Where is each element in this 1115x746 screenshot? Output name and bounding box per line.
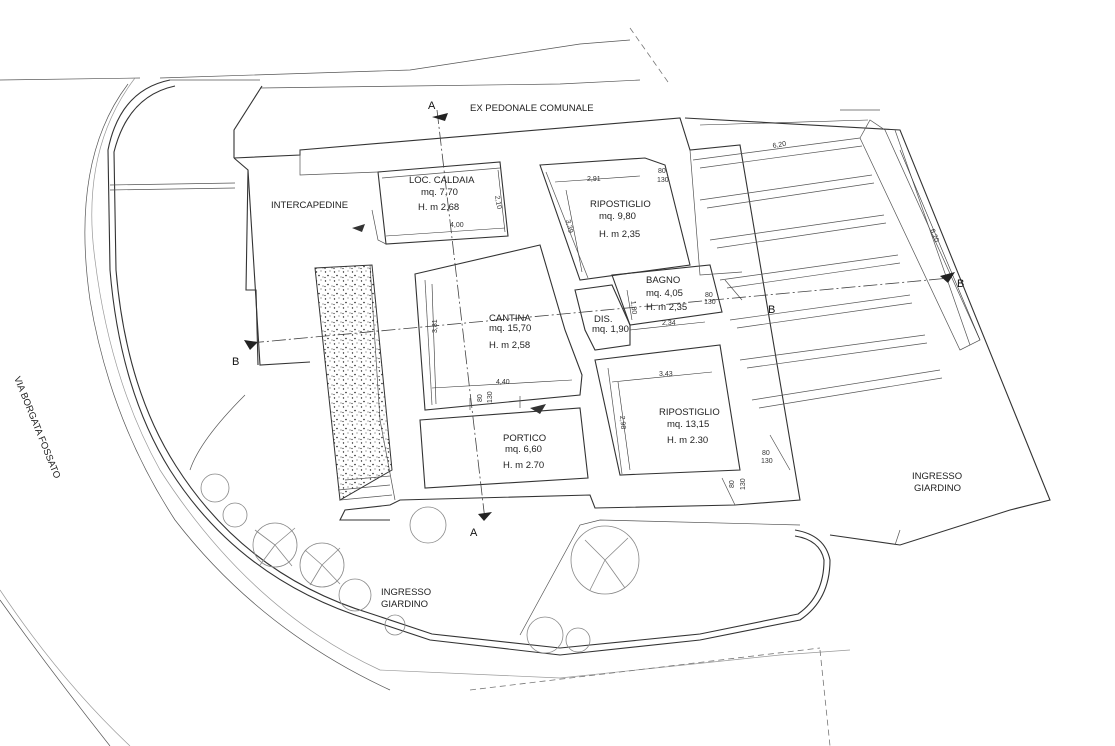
room-area: mq. 1,90 xyxy=(592,324,629,335)
room-name: CANTINA xyxy=(489,313,531,324)
room-name: BAGNO xyxy=(646,275,680,286)
svg-text:130: 130 xyxy=(704,299,716,306)
svg-text:130: 130 xyxy=(761,458,773,465)
svg-text:6,20: 6,20 xyxy=(772,141,787,150)
dimension-lines xyxy=(385,119,981,471)
svg-text:3,39: 3,39 xyxy=(564,219,574,234)
svg-text:INGRESSO: INGRESSO xyxy=(381,587,431,598)
room-height: H. m 2.70 xyxy=(503,460,544,471)
svg-text:A: A xyxy=(428,100,436,112)
svg-text:6,20: 6,20 xyxy=(928,228,940,243)
svg-text:A: A xyxy=(470,527,478,539)
svg-text:B: B xyxy=(232,356,239,368)
label-via: VIA BORGATA FOSSATO xyxy=(11,375,62,480)
svg-text:4,40: 4,40 xyxy=(496,379,510,386)
room-height: H. m 2,35 xyxy=(599,229,640,240)
room-name: DIS. xyxy=(594,314,612,325)
room-area: mq. 13,15 xyxy=(667,419,709,430)
svg-text:1,80: 1,80 xyxy=(629,300,637,314)
svg-text:2,91: 2,91 xyxy=(587,176,601,183)
vegetation xyxy=(200,473,801,654)
svg-text:GIARDINO: GIARDINO xyxy=(914,483,961,494)
svg-text:130: 130 xyxy=(487,391,494,403)
door-arrows xyxy=(352,224,546,414)
svg-text:2,10: 2,10 xyxy=(493,195,502,210)
room-height: H. m 2,58 xyxy=(489,340,530,351)
building-walls xyxy=(233,85,801,521)
label-ingresso-giardino-right: INGRESSO GIARDINO xyxy=(912,471,962,494)
room-bagno: BAGNO mq. 4,05 H. m 2,35 xyxy=(646,275,687,313)
room-portico: PORTICO mq. 6,60 H. m 2.70 xyxy=(503,433,546,471)
section-marker-b-right: B xyxy=(940,272,964,290)
svg-text:INGRESSO: INGRESSO xyxy=(912,471,962,482)
site-lines xyxy=(0,27,880,746)
dimension-labels: 4,00 2,10 2,91 3,39 3,81 4,40 3,43 2,98 … xyxy=(432,141,940,490)
room-ripostiglio-1: RIPOSTIGLIO mq. 9,80 H. m 2,35 xyxy=(590,199,651,240)
svg-text:80: 80 xyxy=(762,450,770,457)
svg-text:130: 130 xyxy=(740,478,747,490)
garden-wall xyxy=(107,79,831,656)
room-cantina: CANTINA mq. 15,70 H. m 2,58 xyxy=(489,313,531,351)
room-name: LOC. CALDAIA xyxy=(409,175,475,186)
pergola xyxy=(684,117,1051,546)
section-marker-a-top: A xyxy=(428,100,448,121)
room-area: mq. 9,80 xyxy=(599,211,636,222)
svg-text:GIARDINO: GIARDINO xyxy=(381,599,428,610)
label-ingresso-giardino-left: INGRESSO GIARDINO xyxy=(381,587,431,610)
room-area: mq. 7,70 xyxy=(421,187,458,198)
room-dis: DIS. mq. 1,90 xyxy=(592,314,629,335)
room-caldaia: LOC. CALDAIA mq. 7,70 H. m 2,68 xyxy=(409,175,475,213)
section-lines xyxy=(249,109,951,521)
label-intercapedine: INTERCAPEDINE xyxy=(271,200,348,211)
svg-text:4,00: 4,00 xyxy=(450,222,464,229)
room-area: mq. 4,05 xyxy=(646,288,683,299)
svg-text:80: 80 xyxy=(705,292,713,299)
svg-text:3,43: 3,43 xyxy=(659,371,673,378)
svg-text:3,81: 3,81 xyxy=(432,319,439,333)
svg-text:2,34: 2,34 xyxy=(662,320,676,327)
room-name: PORTICO xyxy=(503,433,546,444)
section-label-b-mid: B xyxy=(768,304,775,316)
label-ex-pedonale: EX PEDONALE COMUNALE xyxy=(470,103,594,114)
svg-text:B: B xyxy=(957,278,964,290)
svg-text:80: 80 xyxy=(729,480,736,488)
room-name: RIPOSTIGLIO xyxy=(590,199,651,210)
gravel-strip xyxy=(314,264,393,501)
svg-text:130: 130 xyxy=(657,177,669,184)
room-area: mq. 6,60 xyxy=(505,444,542,455)
room-ripostiglio-2: RIPOSTIGLIO mq. 13,15 H. m 2.30 xyxy=(659,407,720,446)
room-height: H. m 2.30 xyxy=(667,435,708,446)
section-marker-b-left: B xyxy=(232,340,258,368)
room-height: H. m 2,35 xyxy=(646,302,687,313)
svg-text:80: 80 xyxy=(658,168,666,175)
room-name: RIPOSTIGLIO xyxy=(659,407,720,418)
room-height: H. m 2,68 xyxy=(418,202,459,213)
svg-text:80: 80 xyxy=(477,394,484,402)
svg-text:2,98: 2,98 xyxy=(618,415,626,429)
room-area: mq. 15,70 xyxy=(489,323,531,334)
steps xyxy=(337,475,393,501)
section-marker-a-bottom: A xyxy=(470,512,492,539)
